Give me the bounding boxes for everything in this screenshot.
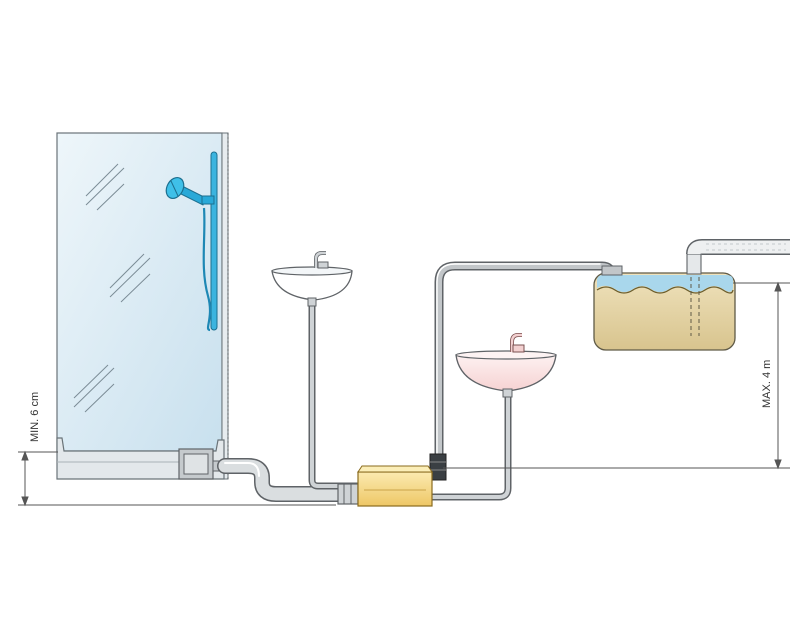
shower-head-icon xyxy=(165,176,215,206)
shower-glass-panel xyxy=(56,132,223,452)
wash-basin-2 xyxy=(455,333,557,398)
shower-hose xyxy=(202,207,212,332)
shower-cubicle xyxy=(56,132,229,480)
collection-tank xyxy=(593,265,736,351)
faucet-icon xyxy=(314,251,329,269)
shower-wall xyxy=(221,132,229,480)
min-height-label: MIN. 6 cm xyxy=(29,392,41,442)
pump-couplings xyxy=(337,453,447,505)
glass-reflection-lines xyxy=(73,163,151,413)
max-height-label: MAX. 4 m xyxy=(761,360,773,408)
lifting-pump-unit xyxy=(357,465,433,507)
basin-1-drain-pipe xyxy=(308,298,364,490)
drain-pipes xyxy=(217,261,617,502)
faucet-icon xyxy=(510,333,525,353)
wash-basin-1 xyxy=(271,251,353,307)
shower-rail xyxy=(210,151,218,331)
shower-drain-trap xyxy=(178,448,226,480)
tank-vent-pipe xyxy=(686,239,790,275)
dimension-lines xyxy=(18,281,790,507)
